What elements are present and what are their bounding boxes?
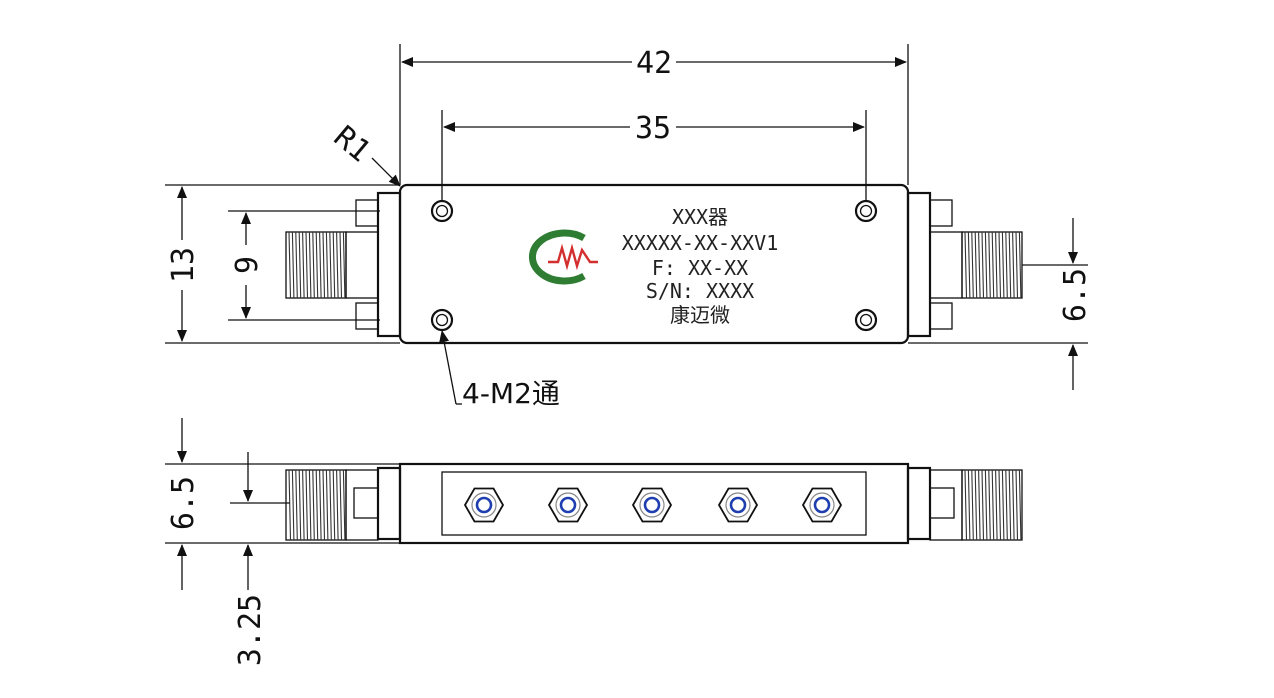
dim-hole-spacing: 35 bbox=[441, 110, 867, 200]
dim-body-height: 13 bbox=[165, 184, 400, 344]
tuning-screw-icon bbox=[717, 487, 759, 523]
label-line3: F: XX-XX bbox=[652, 256, 748, 280]
hole-callout: 4-M2通 bbox=[439, 330, 560, 410]
tuning-screw-icon bbox=[631, 487, 673, 523]
dim-6-5-right-text: 6.5 bbox=[1058, 268, 1093, 322]
dim-42-text: 42 bbox=[636, 46, 672, 81]
mounting-holes bbox=[430, 199, 878, 332]
dim-9-text: 9 bbox=[230, 256, 265, 274]
right-connector-flange bbox=[906, 191, 963, 338]
dim-35-text: 35 bbox=[635, 111, 671, 146]
hole-callout-text: 4-M2通 bbox=[462, 377, 560, 410]
top-view: XXX器 XXXXX-XX-XXV1 F: XX-XX S/N: XXXX 康迈… bbox=[285, 183, 1023, 345]
label-line1: XXX器 bbox=[672, 205, 728, 229]
dim-6-5-side-text: 6.5 bbox=[166, 476, 201, 530]
right-threads-top-lines bbox=[964, 231, 1022, 299]
dim-side-offset: 3.25 bbox=[230, 452, 290, 666]
tuning-screw-icon bbox=[463, 487, 505, 523]
left-threads-top-lines bbox=[288, 231, 346, 299]
dim-3-25-text: 3.25 bbox=[233, 594, 268, 666]
tuning-screw-icon bbox=[801, 487, 843, 523]
label-line4: S/N: XXXX bbox=[646, 279, 754, 303]
right-threads-side-lines bbox=[964, 469, 1022, 541]
left-threads-side-lines bbox=[288, 469, 346, 541]
left-connector-flange bbox=[345, 191, 402, 338]
side-view bbox=[285, 462, 1023, 545]
brand-logo-icon bbox=[529, 229, 598, 285]
label-line2: XXXXX-XX-XXV1 bbox=[622, 231, 779, 255]
left-connector-thread bbox=[285, 231, 347, 299]
label-line5: 康迈微 bbox=[670, 303, 730, 327]
dim-connector-offset: 6.5 bbox=[908, 218, 1093, 390]
dim-side-height: 6.5 bbox=[165, 418, 400, 590]
dim-corner-radius: R1 bbox=[327, 119, 401, 187]
tuning-screw-icon bbox=[547, 487, 589, 523]
tuning-screws bbox=[463, 487, 843, 523]
dim-overall-length: 42 bbox=[399, 44, 909, 185]
dim-r1-text: R1 bbox=[327, 119, 377, 169]
dim-hole-pitch: 9 bbox=[228, 210, 380, 321]
dim-13-text: 13 bbox=[166, 247, 201, 283]
